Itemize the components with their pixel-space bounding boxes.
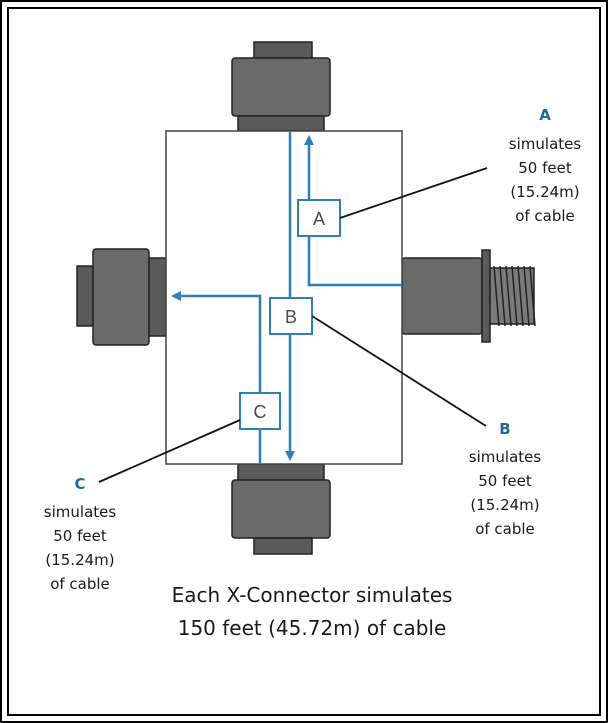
leader-line-a <box>339 167 488 219</box>
left-connector <box>76 248 167 346</box>
annotation-b-line1: simulates <box>469 448 542 466</box>
segment-box-b: B <box>269 297 313 335</box>
annotation-c-line2: 50 feet <box>53 527 107 545</box>
segment-label-c: C <box>254 402 267 422</box>
annotation-b-line4: of cable <box>475 520 535 538</box>
segment-label-b: B <box>285 307 297 327</box>
annotation-b-line3: (15.24m) <box>470 496 539 514</box>
annotation-a-line2: 50 feet <box>518 159 572 177</box>
annotation-b: B simulates 50 feet (15.24m) of cable <box>469 420 542 538</box>
annotation-c-line3: (15.24m) <box>45 551 114 569</box>
leader-line-b <box>311 315 487 427</box>
top-connector <box>231 41 331 132</box>
caption: Each X-Connector simulates 150 feet (45.… <box>172 583 453 640</box>
annotation-a-line4: of cable <box>515 207 575 225</box>
annotation-c-line4: of cable <box>50 575 110 593</box>
segment-label-a: A <box>313 209 325 229</box>
annotation-a: A simulates 50 feet (15.24m) of cable <box>509 106 582 225</box>
annotation-c-letter: C <box>74 475 85 493</box>
caption-line1: Each X-Connector simulates <box>172 583 453 607</box>
leader-line-c <box>98 419 241 483</box>
annotation-a-line1: simulates <box>509 135 582 153</box>
segment-box-a: A <box>297 199 341 237</box>
caption-line2: 150 feet (45.72m) of cable <box>178 616 447 640</box>
annotation-c: C simulates 50 feet (15.24m) of cable <box>44 475 117 593</box>
inner-border <box>7 7 601 716</box>
segment-box-c: C <box>239 392 281 430</box>
annotation-b-letter: B <box>499 420 510 438</box>
annotation-a-letter: A <box>539 106 551 124</box>
annotation-b-line2: 50 feet <box>478 472 532 490</box>
right-connector <box>401 249 536 343</box>
bottom-connector <box>231 463 331 555</box>
annotation-c-line1: simulates <box>44 503 117 521</box>
annotation-a-line3: (15.24m) <box>510 183 579 201</box>
